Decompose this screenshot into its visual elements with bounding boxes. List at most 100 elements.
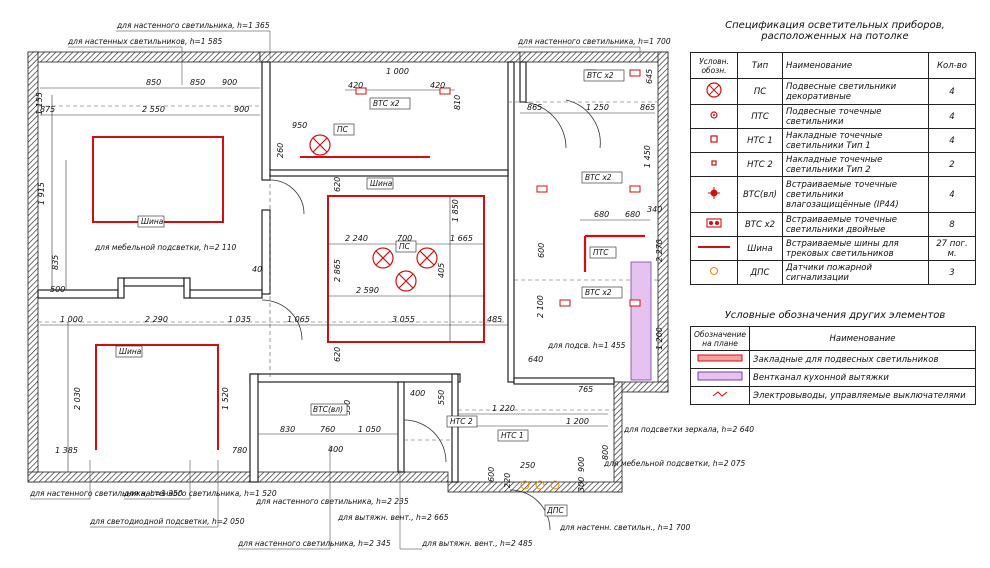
spec-header-name: Наименование bbox=[782, 52, 929, 79]
dim-label: 1 200 bbox=[655, 327, 664, 350]
callout: для настенного светильника, h=1 365 bbox=[116, 21, 270, 30]
spec-qty: 8 bbox=[928, 212, 976, 237]
legend-header-row: Обозначение на плане Наименование bbox=[689, 326, 976, 351]
spec-type: Шина bbox=[737, 236, 783, 261]
spec-title-line: расположенных на потолке bbox=[761, 31, 909, 42]
spec-type: ПС bbox=[737, 78, 783, 105]
pendant-luminaires bbox=[309, 134, 438, 292]
dim-label: 620 bbox=[333, 347, 342, 362]
dim-label: 1 035 bbox=[228, 315, 251, 324]
dim-label: 400 bbox=[328, 445, 343, 454]
spec-type: ДПС bbox=[737, 260, 783, 285]
dim-label: 900 bbox=[577, 457, 586, 472]
callout: для светодиодной подсветки, h=2 050 bbox=[89, 517, 245, 526]
callout: для настенного светильника, h=2 235 bbox=[255, 497, 409, 506]
spec-type: ВТС х2 bbox=[737, 212, 783, 237]
dim-label: 950 bbox=[292, 121, 307, 130]
legend-title: Условные обозначения других элементов bbox=[724, 310, 946, 321]
dim-label: 3 055 bbox=[392, 315, 415, 324]
tag-label: ДПС bbox=[546, 506, 564, 515]
floor-plan: 850 850 900 1 155 875 2 550 900 1 915 83… bbox=[27, 21, 754, 550]
dim-label: 2 590 bbox=[356, 286, 379, 295]
spec-qty: 4 bbox=[928, 176, 976, 213]
dim-label: 220 bbox=[503, 473, 512, 488]
dim-label: 1 520 bbox=[221, 387, 230, 410]
callout: для настенного светильника, h=2 345 bbox=[237, 539, 391, 548]
callout: для настенного светильника, h=1 350 bbox=[29, 489, 183, 498]
spec-header-type: Тип bbox=[737, 52, 783, 79]
table-row: ВТС х2 Встраиваемые точечные светильники… bbox=[690, 212, 976, 237]
dim-label: 830 bbox=[280, 425, 295, 434]
dim-label: 1 450 bbox=[643, 145, 652, 168]
spec-type: НТС 2 bbox=[737, 152, 783, 177]
dim-label: 600 bbox=[537, 243, 546, 258]
callout: для мебельной подсветки, h=2 075 bbox=[603, 459, 745, 468]
table-row: НТС 1 Накладные точечные светильники Тип… bbox=[690, 128, 976, 153]
dim-label: 2 865 bbox=[333, 259, 342, 282]
dim-label: 550 bbox=[437, 390, 446, 405]
tag-label: ВТС х2 bbox=[587, 71, 614, 80]
dim-label: 1 000 bbox=[60, 315, 83, 324]
table-row: ДПС Датчики пожарной сигнализации 3 bbox=[690, 260, 976, 285]
tag-label: ПС bbox=[337, 125, 349, 134]
dim-label: 800 bbox=[601, 445, 610, 460]
table-row: Шина Встраиваемые шины для трековых свет… bbox=[690, 236, 976, 261]
spec-name: Встраиваемые точечные светильники влагоз… bbox=[782, 176, 929, 213]
dimension-lines bbox=[40, 87, 655, 472]
callout: для настенных светильников, h=1 585 bbox=[67, 37, 222, 46]
tag-label: ВТС х2 bbox=[373, 99, 400, 108]
dim-label: 2 030 bbox=[73, 387, 82, 410]
dim-label: 405 bbox=[437, 263, 446, 278]
tag-label: Шина bbox=[370, 179, 393, 188]
dim-label: 1 065 bbox=[287, 315, 310, 324]
callout: для вытяжн. вент., h=2 665 bbox=[337, 513, 449, 522]
tag-label: НТС 2 bbox=[450, 417, 473, 426]
dim-label: 1 385 bbox=[55, 446, 78, 455]
exterior-walls bbox=[27, 51, 669, 493]
dim-label: 500 bbox=[50, 285, 65, 294]
dim-label: 900 bbox=[222, 78, 237, 87]
dim-label: 2 550 bbox=[142, 105, 165, 114]
spec-qty: 4 bbox=[928, 128, 976, 153]
dim-label: 780 bbox=[232, 446, 247, 455]
dim-label: 340 bbox=[647, 205, 662, 214]
legend-header-name: Наименование bbox=[749, 326, 976, 351]
dim-label: 760 bbox=[320, 425, 335, 434]
fire-sensor-icon bbox=[709, 266, 719, 276]
dim-label: 420 bbox=[348, 81, 363, 90]
spec-qty: 27 пог. м. bbox=[928, 236, 976, 261]
dim-label: 810 bbox=[453, 95, 462, 110]
table-row: ПС Подвесные светильники декоративные 4 bbox=[690, 78, 976, 105]
dim-label: 1 155 bbox=[35, 92, 44, 115]
spec-header-qty: Кол-во bbox=[928, 52, 976, 79]
pendant-spot-icon bbox=[710, 111, 718, 119]
dim-label: 680 bbox=[594, 210, 609, 219]
dim-label: 250 bbox=[520, 461, 535, 470]
dim-label: 700 bbox=[397, 234, 412, 243]
dim-label: 2 270 bbox=[655, 239, 664, 262]
spec-name: Накладные точечные светильники Тип 1 bbox=[782, 128, 929, 153]
spec-qty: 4 bbox=[928, 104, 976, 129]
dim-label: 865 bbox=[527, 103, 542, 112]
callout-line: для мебельной подсветки, h=2 110 bbox=[94, 243, 236, 252]
dim-label: 640 bbox=[528, 355, 543, 364]
switch-output-icon bbox=[712, 391, 728, 397]
interior-walls bbox=[37, 61, 615, 483]
spec-title: Спецификация осветительных приборов, рас… bbox=[690, 20, 980, 42]
spec-name: Датчики пожарной сигнализации bbox=[782, 260, 929, 285]
fire-sensors bbox=[520, 480, 560, 490]
spec-name: Встраиваемые шины для трековых светильни… bbox=[782, 236, 929, 261]
dim-label: 1 000 bbox=[386, 67, 409, 76]
spec-name: Накладные точечные светильники Тип 2 bbox=[782, 152, 929, 177]
dim-label: 1 250 bbox=[586, 103, 609, 112]
dim-label: 400 bbox=[410, 389, 425, 398]
spec-name: Подвесные точечные светильники bbox=[782, 104, 929, 129]
spec-table: Условн. обозн. Тип Наименование Кол-во П… bbox=[690, 52, 976, 285]
tag-label: Шина bbox=[119, 347, 142, 356]
leader-lines bbox=[30, 30, 641, 550]
double-spot-icon bbox=[706, 218, 722, 228]
callout: для настенного светильника, h=1 700 bbox=[517, 37, 671, 46]
table-row: Электровыводы, управляемые выключателями bbox=[689, 386, 976, 405]
spec-type: ВТС(вл) bbox=[737, 176, 783, 213]
callout: для подсв. h=1 455 bbox=[547, 341, 626, 350]
